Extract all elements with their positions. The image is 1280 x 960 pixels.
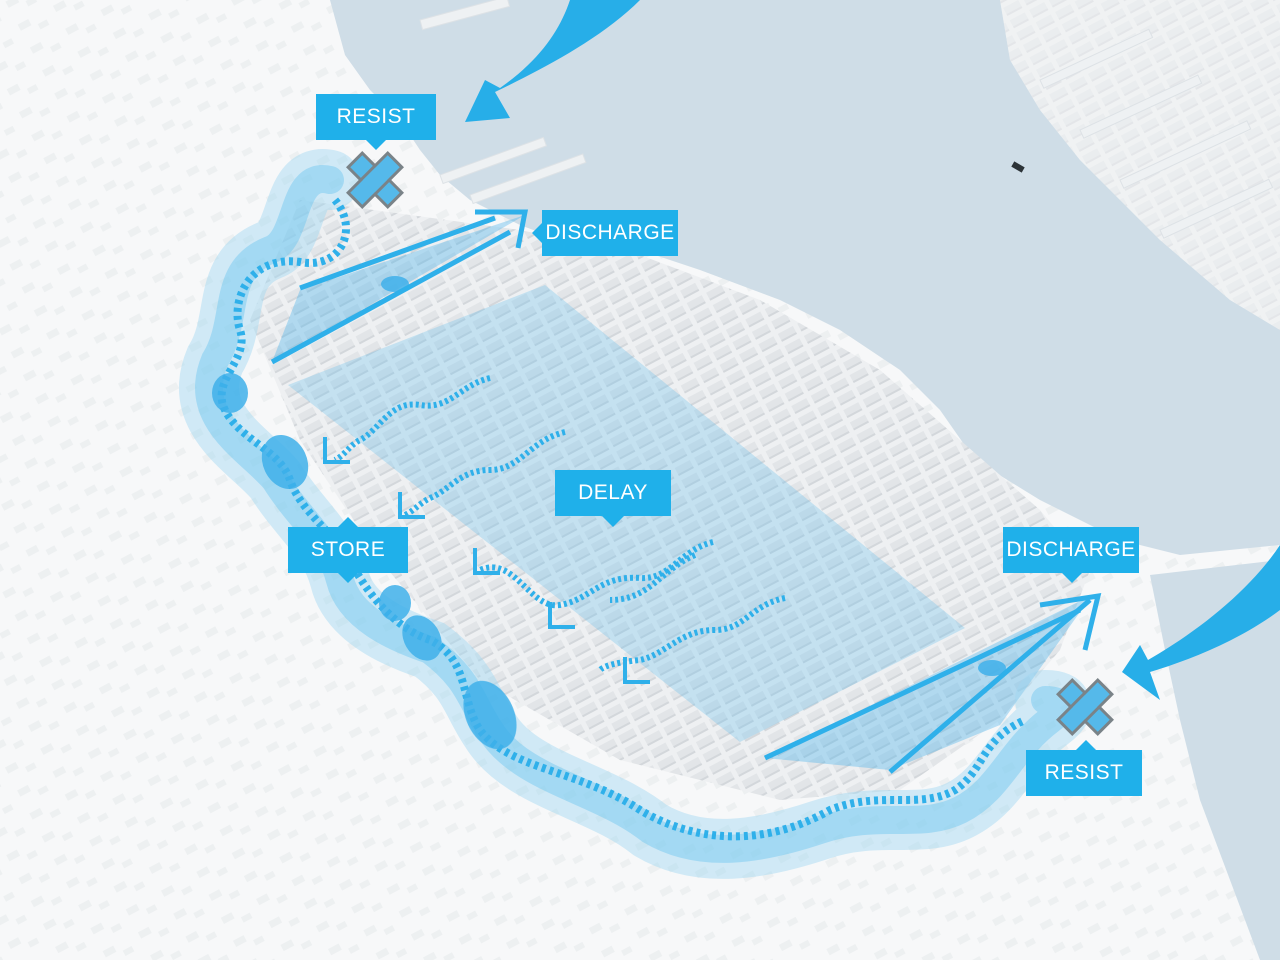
store-label-pointer-up xyxy=(338,517,358,527)
resist-label-top-text: RESIST xyxy=(336,105,416,128)
river-water xyxy=(330,0,1280,555)
boat xyxy=(1011,161,1025,173)
resist-marker-top xyxy=(346,151,404,209)
store-label-text: STORE xyxy=(310,538,386,561)
store-label: STORE xyxy=(288,527,408,573)
delay-label-pointer xyxy=(602,516,624,527)
discharge-arrow-bottom xyxy=(763,592,1102,774)
opposite-shore-buildings xyxy=(1000,0,1280,330)
discharge-label-top-text: DISCHARGE xyxy=(545,221,675,244)
storage-basins xyxy=(212,276,1006,750)
delay-arrowheads xyxy=(323,437,650,684)
discharge-label-top-pointer xyxy=(532,223,542,243)
surge-arrow-top xyxy=(465,0,640,122)
store-label-pointer-down xyxy=(338,573,358,583)
resist-label-bottom-pointer xyxy=(1076,740,1096,750)
discharge-label-top: DISCHARGE xyxy=(542,210,678,256)
discharge-arrow-top xyxy=(270,209,529,365)
discharge-label-bottom-pointer xyxy=(1062,573,1082,583)
surge-arrow-bottom xyxy=(1122,545,1280,700)
delay-arrows xyxy=(333,375,786,673)
piers xyxy=(419,0,1274,239)
delay-label-text: DELAY xyxy=(578,481,648,504)
resist-label-top: RESIST xyxy=(316,94,436,140)
discharge-label-bottom: DISCHARGE xyxy=(1003,527,1139,573)
resist-marker-bottom xyxy=(1056,678,1114,736)
resist-label-bottom: RESIST xyxy=(1026,750,1142,796)
resist-label-bottom-text: RESIST xyxy=(1044,761,1124,784)
discharge-label-bottom-text: DISCHARGE xyxy=(1006,538,1136,561)
resist-label-top-pointer xyxy=(366,140,386,150)
delay-label: DELAY xyxy=(555,470,671,516)
